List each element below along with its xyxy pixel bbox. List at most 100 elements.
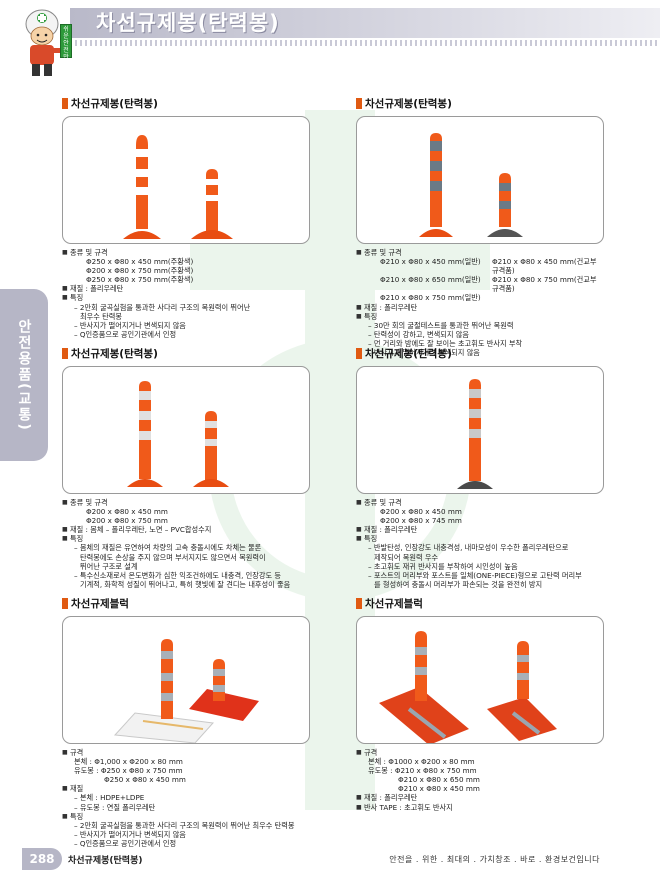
spec-line: 재질 : 폴리우레탄 bbox=[356, 303, 604, 312]
spec-line: – 먼 거리와 밤에도 잘 보이는 초고휘도 반사지 부착 bbox=[368, 338, 523, 348]
product-photo bbox=[356, 366, 604, 494]
spec-line: Φ210 x Φ80 x 650 mm(일반) bbox=[380, 275, 481, 285]
spec-line: 규격 bbox=[356, 748, 604, 757]
spec-line: 반사 TAPE : 초고휘도 반사지 bbox=[356, 803, 604, 812]
product-photo bbox=[62, 366, 310, 494]
section-title: 차선규제블럭 bbox=[356, 596, 604, 610]
spec-line: – 포스트의 머리부와 포스트를 일체(ONE-PIECE)형으로 고탄력 머리… bbox=[368, 570, 582, 580]
spec-line: 기계적, 화학적 성질이 뛰어나고, 특히 햇빛에 잘 견디는 내후성이 좋음 bbox=[80, 579, 291, 589]
spec-line: 종류 및 규격 bbox=[356, 498, 604, 507]
spec-line: – 2만회 굴곡실험을 통과한 사다리 구조의 복원력이 뛰어난 bbox=[74, 302, 251, 312]
spec-line: 특징 bbox=[356, 312, 604, 321]
section-marker bbox=[62, 597, 68, 609]
product-section-1: 차선규제봉(탄력봉) 종류 및 규격 Φ250 x Φ80 x 450 mm(주… bbox=[62, 96, 310, 339]
spec-line: 특징 bbox=[62, 812, 310, 821]
spec-line: – 반사지가 떨어지거나 변색되지 않음 bbox=[74, 320, 186, 330]
spec-line: – 본체 : HDPE+LDPE bbox=[74, 793, 145, 803]
spec-line: 재질 : 폴리우레탄 bbox=[62, 284, 310, 293]
spec-line: 차선규제봉(탄력봉) bbox=[365, 347, 452, 360]
spec-line: – 특수신소재로서 온도변화가 심한 익조건하에도 내충격, 인장강도 등 bbox=[74, 570, 282, 580]
section-title: 차선규제블럭 bbox=[62, 596, 310, 610]
spec-line: 제작되어 복원력 우수 bbox=[374, 552, 439, 562]
product-section-2: 차선규제봉(탄력봉) 종류 및 규격 Φ210 x Φ80 x 450 mm(일… bbox=[356, 96, 604, 357]
section-title: 차선규제봉(탄력봉) bbox=[356, 96, 604, 110]
spec-list: 규격 본체 : Φ1,000 x Φ200 x 80 mm 유도봉 : Φ250… bbox=[62, 748, 310, 848]
spec-list: 종류 및 규격 Φ250 x Φ80 x 450 mm(주황색) Φ200 x … bbox=[62, 248, 310, 339]
spec-line: Φ210 x Φ80 x 450 mm(건교부 규격품) bbox=[492, 257, 597, 276]
spec-line: Φ250 x Φ80 x 750 mm(주황색) bbox=[86, 275, 194, 285]
mascot-icon bbox=[25, 9, 62, 76]
spec-line: – 반사지가 떨어지거나 변색되지 않음 bbox=[74, 829, 186, 839]
category-tab-label: 안전용품(교통) bbox=[16, 318, 32, 432]
lane-block-illustration bbox=[379, 631, 557, 743]
product-section-5: 차선규제블럭 규격 본체 : Φ1,000 x Φ200 x 80 mm 유도봉… bbox=[62, 596, 310, 848]
page-number: 288 bbox=[22, 848, 62, 870]
spec-list: 규격 본체 : Φ1000 x Φ200 x 80 mm 유도봉 : Φ210 … bbox=[356, 748, 604, 812]
product-photo bbox=[356, 616, 604, 744]
spec-line: Φ250 x Φ80 x 450 mm(주황색) bbox=[86, 257, 194, 267]
spec-line: Φ210 x Φ80 x 750 mm(일반) bbox=[380, 293, 481, 303]
section-marker bbox=[356, 347, 362, 359]
spec-line: – 몸체의 재질은 유연하여 차량의 고속 충돌시에도 차체는 물론 bbox=[74, 543, 262, 553]
spec-line: Φ200 x Φ80 x 450 mm bbox=[86, 507, 168, 517]
product-photo bbox=[356, 116, 604, 244]
spec-line: – 초고휘도 재귀 반사지를 부착하여 시인성이 높음 bbox=[368, 561, 518, 571]
footer-title: 차선규제봉(탄력봉) bbox=[68, 856, 143, 866]
footer-slogan: 안전을 . 위한 . 최대의 . 가치창조 . 바로 . 환경보건입니다 bbox=[389, 855, 600, 864]
spec-line: Φ200 x Φ80 x 750 mm bbox=[86, 516, 168, 526]
bollard-illustration bbox=[457, 379, 493, 489]
spec-line: 유도봉 : Φ250 x Φ80 x 750 mm bbox=[74, 766, 183, 776]
spec-line: Φ200 x Φ80 x 745 mm bbox=[380, 516, 462, 526]
spec-line: 차선규제블럭 bbox=[365, 597, 423, 610]
page-header: 차선규제봉(탄력봉) 쉬운안전 만든안전 bbox=[0, 0, 660, 82]
spec-row: Φ210 x Φ80 x 650 mm(일반) Φ210 x Φ80 x 750 … bbox=[356, 275, 604, 293]
spec-line: 탄력봉에도 손상을 주지 않으며 부서지지도 않으면서 복원력이 bbox=[80, 552, 266, 562]
product-photo bbox=[62, 116, 310, 244]
spec-line: 종류 및 규격 bbox=[62, 248, 310, 257]
spec-line: 차선규제블럭 bbox=[71, 597, 129, 610]
spec-line: Φ250 x Φ80 x 450 mm bbox=[104, 775, 186, 785]
spec-list: 종류 및 규격 Φ200 x Φ80 x 450 mm Φ200 x Φ80 x… bbox=[62, 498, 310, 589]
spec-line: – 2만회 굴곡실험을 통과한 사다리 구조의 복원력이 뛰어난 최우수 탄력봉 bbox=[74, 820, 295, 830]
spec-line: Φ210 x Φ80 x 750 mm(건교부 규격품) bbox=[492, 275, 597, 294]
section-title: 차선규제봉(탄력봉) bbox=[356, 346, 604, 360]
spec-line: 특징 bbox=[356, 534, 604, 543]
spec-line: 특징 bbox=[62, 293, 310, 302]
section-marker bbox=[62, 347, 68, 359]
spec-line: 최우수 탄력봉 bbox=[80, 311, 122, 321]
page-title: 차선규제봉(탄력봉) bbox=[96, 11, 280, 35]
lane-block-illustration bbox=[113, 639, 259, 743]
product-section-3: 차선규제봉(탄력봉) 종류 및 규격 Φ200 x Φ80 x 450 mm Φ… bbox=[62, 346, 310, 589]
spec-line: 본체 : Φ1,000 x Φ200 x 80 mm bbox=[74, 757, 183, 767]
header-stripe bbox=[70, 40, 660, 46]
spec-row: Φ210 x Φ80 x 450 mm(일반)Φ210 x Φ80 x 450 … bbox=[356, 257, 604, 275]
spec-line: 종류 및 규격 bbox=[356, 248, 604, 257]
spec-line: 를 형성하여 충돌시 머리부가 파손되는 것을 완전히 방지 bbox=[374, 579, 543, 589]
product-section-4: 차선규제봉(탄력봉) 종류 및 규격 Φ200 x Φ80 x 450 mm Φ… bbox=[356, 346, 604, 589]
spec-line: 특징 bbox=[62, 534, 310, 543]
spec-line: Φ200 x Φ80 x 750 mm(주황색) bbox=[86, 266, 194, 276]
spec-line: – 반발탄성, 인장강도 내충격성, 내마모성이 우수한 폴리우레탄으로 bbox=[368, 543, 569, 553]
spec-list: 종류 및 규격 Φ200 x Φ80 x 450 mm Φ200 x Φ80 x… bbox=[356, 498, 604, 589]
section-title: 차선규제봉(탄력봉) bbox=[62, 346, 310, 360]
spec-line: 종류 및 규격 bbox=[62, 498, 310, 507]
spec-line: Φ210 x Φ80 x 650 mm bbox=[398, 775, 480, 785]
spec-line: 뛰어난 구조로 설계 bbox=[80, 561, 138, 571]
spec-line: 본체 : Φ1000 x Φ200 x 80 mm bbox=[368, 757, 475, 767]
product-photo bbox=[62, 616, 310, 744]
spec-line: 재질 : 폴리우레탄 bbox=[356, 793, 604, 802]
spec-line: Φ210 x Φ80 x 450 mm bbox=[398, 784, 480, 794]
spec-line: 차선규제봉(탄력봉) bbox=[365, 97, 452, 110]
section-title: 차선규제봉(탄력봉) bbox=[62, 96, 310, 110]
category-tab: 안전용품(교통) bbox=[0, 289, 48, 461]
page-footer: 288 차선규제봉(탄력봉) 안전을 . 위한 . 최대의 . 가치창조 . 바… bbox=[0, 848, 660, 870]
bollard-pair-illustration bbox=[419, 133, 523, 237]
spec-line: – Q인증품으로 공인기관에서 인정 bbox=[74, 838, 177, 848]
spec-line: 차선규제봉(탄력봉) bbox=[71, 97, 158, 110]
spec-line: 차선규제봉(탄력봉) bbox=[71, 347, 158, 360]
spec-line: 규격 bbox=[62, 748, 310, 757]
section-marker bbox=[356, 597, 362, 609]
spec-line: – 반사지가 떨어지거나 변색되지 않음 bbox=[368, 348, 480, 358]
spec-line: 재질 : 몸체 – 폴리우레탄, 노면 – PVC합성수지 bbox=[62, 525, 310, 534]
spec-line: 유도봉 : Φ210 x Φ80 x 750 mm bbox=[368, 766, 477, 776]
